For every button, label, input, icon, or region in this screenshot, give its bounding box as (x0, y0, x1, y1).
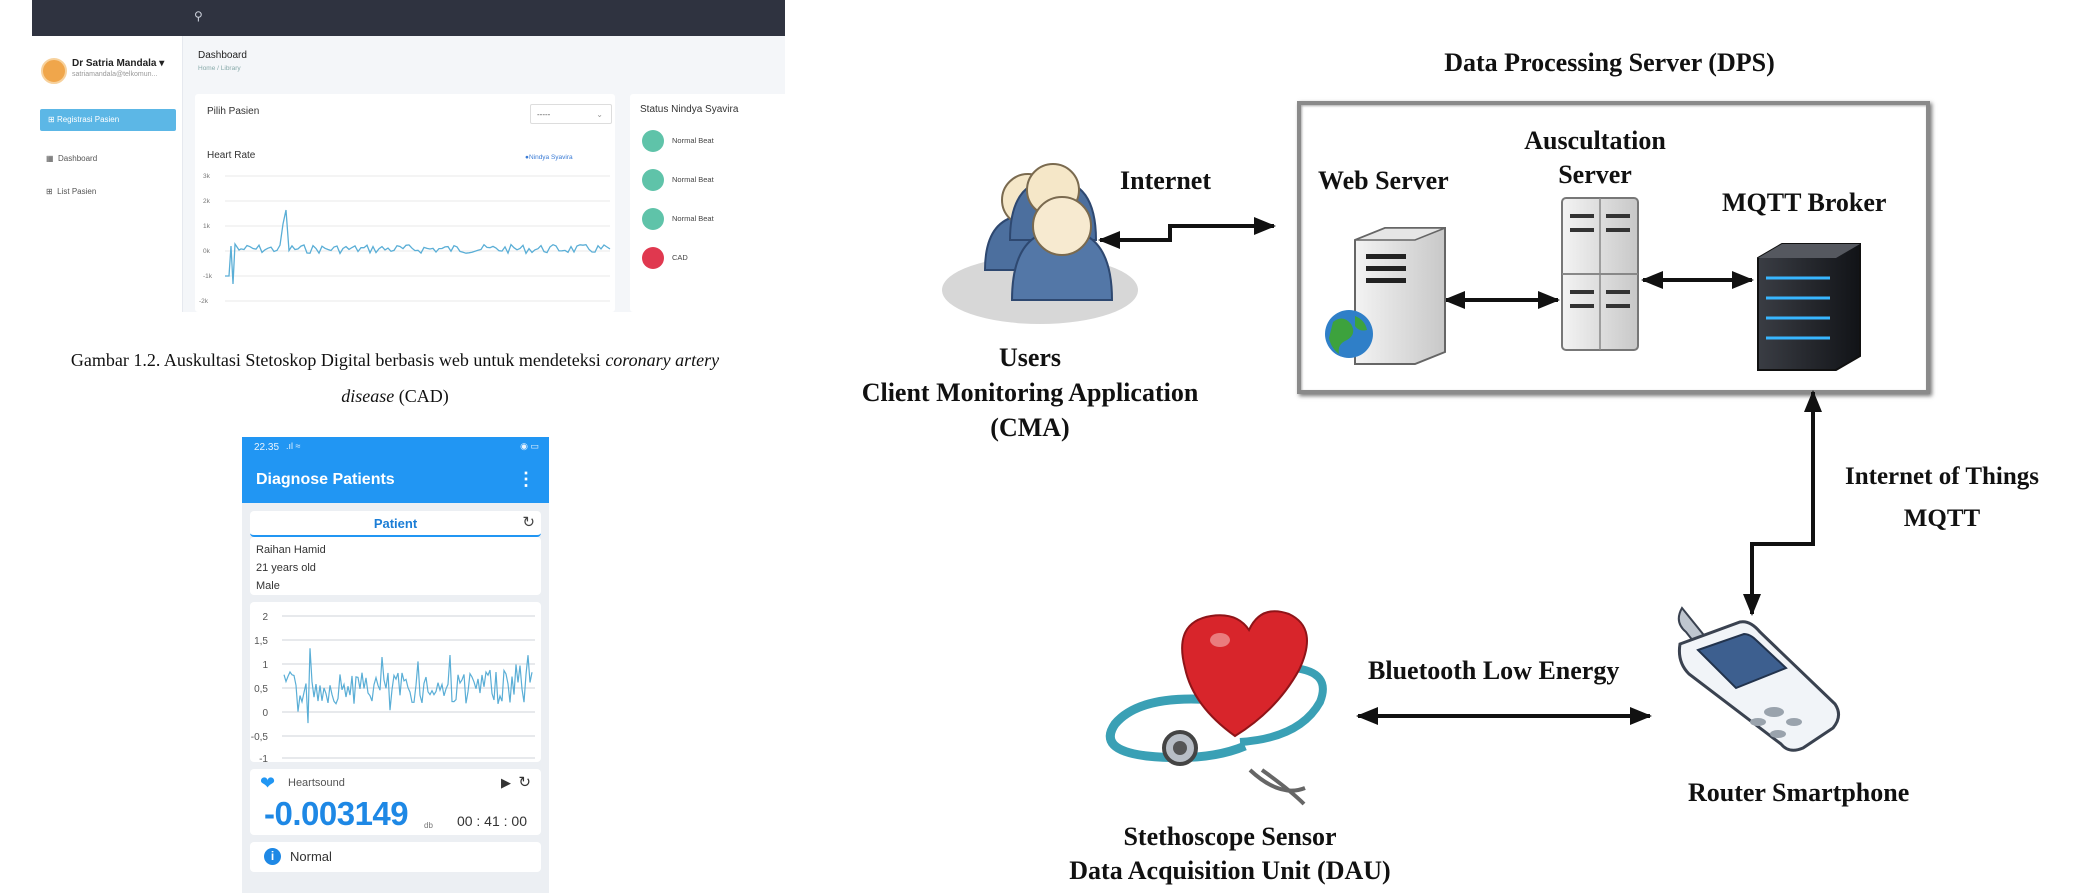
internet-label: Internet (1120, 166, 1211, 195)
search-icon[interactable]: ⚲ (194, 9, 203, 23)
user-icon (642, 247, 664, 269)
sidebar-item-list-pasien[interactable]: ⊞ List Pasien (46, 187, 97, 196)
dps-box (1297, 101, 1930, 394)
y-tick: 0k (203, 248, 211, 255)
internet-arrow (1098, 217, 1276, 249)
sidebar: Dr Satria Mandala ▾ satriamandala@telkom… (32, 36, 183, 312)
y-tick: -1 (259, 754, 268, 762)
web-server-label: Web Server (1318, 166, 1449, 195)
page-title: Dashboard (198, 50, 247, 61)
ble-label: Bluetooth Low Energy (1368, 656, 1620, 685)
patient-age: 21 years old (256, 562, 316, 574)
web-server-icon (1325, 227, 1446, 365)
user-icon (642, 130, 664, 152)
chart-legend: ●Nindya Syavira (525, 154, 573, 161)
top-bar: ⚲ (32, 0, 785, 36)
figure-caption: Gambar 1.2. Auskultasi Stetoskop Digital… (70, 350, 720, 406)
smartphone-icon (1677, 606, 1840, 752)
iot-arrow (1743, 390, 1822, 616)
patient-info-card: Raihan Hamid 21 years old Male (250, 537, 541, 595)
status-card: Status Nindya Syavira Normal Beat Normal… (630, 94, 785, 312)
patient-select[interactable]: -----⌄ (530, 104, 612, 124)
heart-rate-title: Heart Rate (207, 150, 256, 161)
sidebar-item-dashboard[interactable]: ▦ Dashboard (46, 154, 98, 163)
y-tick: -2k (199, 298, 209, 305)
y-tick: -0,5 (251, 732, 269, 743)
battery-icon: ◉ ▭ (520, 441, 539, 451)
result-label: Normal (290, 849, 332, 864)
heart-rate-line (225, 209, 611, 285)
user-icon (642, 169, 664, 191)
info-icon: i (264, 848, 281, 865)
status-item: Normal Beat (642, 169, 714, 191)
mqtt-broker-label: MQTT Broker (1722, 188, 1887, 217)
signal-icon: .ıl ≈ (286, 441, 301, 451)
y-tick: 1,5 (254, 636, 268, 647)
users-label: Users Client Monitoring Application (CMA… (861, 343, 1199, 442)
grid-icon: ⊞ (46, 187, 53, 196)
avatar (41, 58, 67, 84)
web-dashboard-screenshot: ⚲ Dr Satria Mandala ▾ satriamandala@telk… (32, 0, 785, 312)
more-options-icon[interactable]: ⋮ (517, 469, 535, 489)
replay-icon[interactable]: ↻ (518, 774, 531, 791)
y-tick: 1k (203, 223, 211, 230)
heartsound-chart: 2 1,5 1 0,5 0 -0,5 -1 (251, 612, 535, 765)
status-item: Normal Beat (642, 208, 714, 230)
y-tick: 0,5 (254, 684, 268, 695)
mobile-app-screenshot: 22.35 .ıl ≈ ◉ ▭ Diagnose Patients ⋮ Pati… (242, 437, 549, 893)
heartsound-value: -0.003149 (264, 795, 409, 832)
users-icon (942, 163, 1138, 324)
heartsound-card: ❤ Heartsound ▶ ↻ -0.003149 db 00 : 41 : … (250, 769, 541, 835)
y-tick: 0 (262, 708, 268, 719)
waveform-card: 2 1,5 1 0,5 0 -0,5 -1 (250, 602, 541, 765)
play-icon[interactable]: ▶ (501, 775, 511, 790)
y-tick: 2k (203, 198, 211, 205)
app-bar: Diagnose Patients ⋮ (242, 459, 549, 503)
status-item: CAD (642, 247, 688, 269)
register-patient-button[interactable]: ⊞ Registrasi Pasien (40, 109, 176, 131)
heart-icon: ❤ (260, 773, 276, 793)
unit-label: db (424, 821, 433, 830)
phone-status-bar: 22.35 .ıl ≈ ◉ ▭ (242, 437, 549, 459)
mqtt-broker-icon (1757, 243, 1861, 371)
refresh-icon[interactable]: ↻ (522, 514, 535, 531)
heart-rate-chart: 3k 2k 1k 0k -1k -2k (199, 173, 611, 305)
dps-title: Data Processing Server (DPS) (1444, 48, 1775, 77)
user-name[interactable]: Dr Satria Mandala ▾ (72, 58, 165, 69)
tab-patient[interactable]: Patient ↻ (250, 511, 541, 537)
router-label: Router Smartphone (1688, 778, 1910, 807)
user-email: satriamandala@telkomun... (72, 71, 158, 78)
result-card: i Normal (250, 842, 541, 872)
y-tick: 3k (203, 173, 211, 180)
breadcrumb[interactable]: Home / Library (198, 65, 241, 72)
patient-sex: Male (256, 580, 280, 592)
status-item: Normal Beat (642, 130, 714, 152)
chevron-down-icon: ⌄ (596, 110, 603, 119)
heartsound-line (283, 648, 533, 724)
heart-rate-card: Pilih Pasien -----⌄ Heart Rate ●Nindya S… (195, 94, 615, 312)
dashboard-icon: ▦ (46, 154, 54, 163)
select-patient-label: Pilih Pasien (207, 106, 260, 117)
auscultation-server-icon (1561, 197, 1639, 351)
heartsound-label: Heartsound (288, 777, 345, 789)
status-title: Status Nindya Syavira (640, 104, 739, 115)
y-tick: 2 (262, 612, 268, 623)
app-title: Diagnose Patients (256, 471, 395, 488)
y-tick: -1k (203, 273, 213, 280)
y-tick: 1 (262, 660, 268, 671)
timer: 00 : 41 : 00 (456, 813, 527, 829)
stethoscope-icon (1105, 610, 1327, 806)
user-icon (642, 208, 664, 230)
patient-name: Raihan Hamid (256, 544, 326, 556)
